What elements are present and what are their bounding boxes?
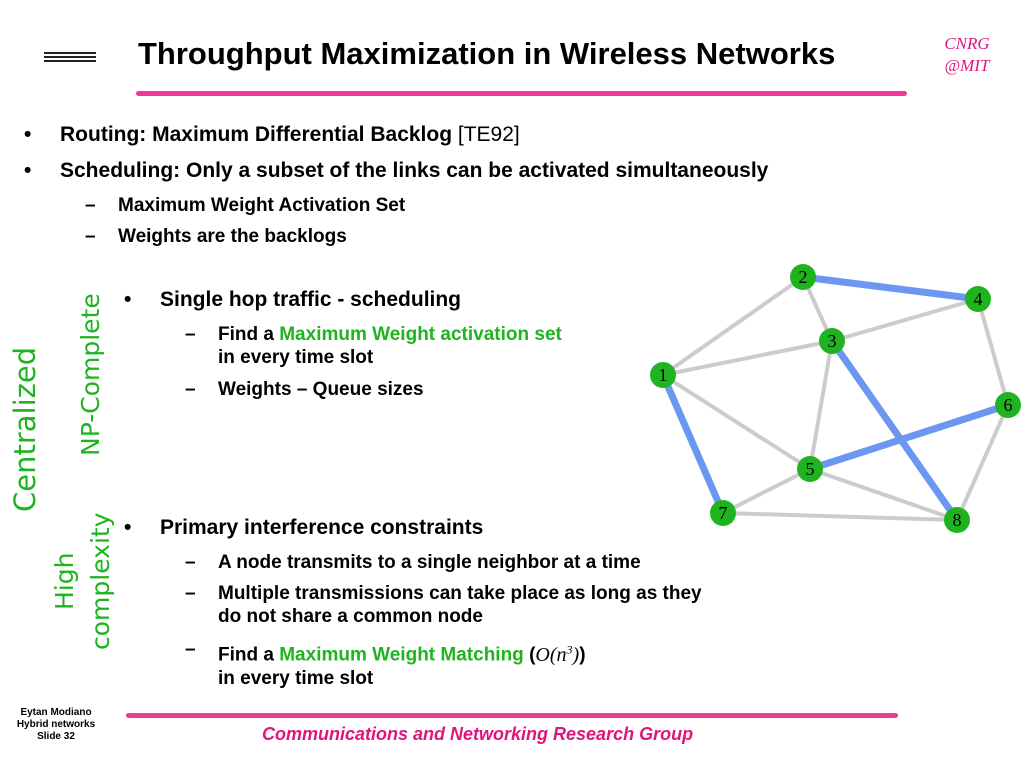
- subbullet-weights: – Weights are the backlogs: [85, 226, 347, 247]
- routing-ref: [TE92]: [457, 123, 520, 146]
- slide-title: Throughput Maximization in Wireless Netw…: [138, 36, 836, 71]
- org-tag: CNRG @MIT: [935, 33, 999, 77]
- node-circle-1: [650, 362, 676, 388]
- active-edge-1-7: [659, 371, 727, 517]
- logo-graphic: [44, 52, 96, 64]
- network-graph: 1 2 3 4 5 6 7 8: [650, 264, 1021, 533]
- node-label-2: 2: [799, 267, 808, 287]
- footer-slide-number: Slide 32: [37, 731, 75, 742]
- edge-4-6: [976, 297, 1010, 407]
- node-circle-3: [819, 328, 845, 354]
- subbullet-single-neighbor: – A node transmits to a single neighbor …: [185, 552, 641, 573]
- complexity-expression: O(n3): [535, 642, 580, 666]
- scheduling-text: Scheduling: Only a subset of the links c…: [60, 159, 769, 182]
- footer-info: Eytan Modiano Hybrid networks Slide 32: [8, 707, 104, 743]
- edge-3-5: [808, 339, 834, 471]
- node-circle-8: [944, 507, 970, 533]
- label-np-complete: NP-Complete: [76, 293, 105, 456]
- bullet-scheduling: • Scheduling: Only a subset of the links…: [24, 159, 769, 183]
- label-centralized: Centralized: [8, 346, 42, 512]
- footer-group: Communications and Networking Research G…: [262, 724, 694, 744]
- subbullet-activation-set: – Maximum Weight Activation Set: [85, 195, 406, 216]
- label-complexity: complexity: [86, 512, 115, 651]
- bullet-dot-icon: •: [24, 159, 32, 182]
- graph-node-8: 8: [944, 507, 970, 533]
- subbullet-queue-sizes: – Weights – Queue sizes: [185, 379, 424, 400]
- subbullet-find-activation-set: – Find a Maximum Weight activation set i…: [185, 324, 562, 368]
- node-circle-6: [995, 392, 1021, 418]
- edge-3-4: [830, 297, 980, 343]
- subbullet-find-matching: – Find a Maximum Weight Matching (O(n3))…: [185, 639, 586, 689]
- node-label-1: 1: [659, 365, 668, 385]
- node-circle-4: [965, 286, 991, 312]
- org-tag-line1: CNRG: [944, 34, 990, 53]
- dash-icon: –: [185, 639, 196, 660]
- node-circle-2: [790, 264, 816, 290]
- dash-icon: –: [185, 324, 196, 345]
- footer-course: Hybrid networks: [16, 719, 96, 730]
- dash-icon: –: [185, 583, 196, 604]
- highlight-matching: Maximum Weight Matching: [279, 644, 524, 666]
- edge-1-2: [661, 275, 805, 377]
- active-edge-3-8: [828, 337, 961, 524]
- node-label-8: 8: [953, 510, 962, 530]
- bullet-dot-icon: •: [124, 288, 132, 311]
- edge-1-3: [661, 339, 834, 377]
- graph-node-4: 4: [965, 286, 991, 312]
- graph-node-3: 3: [819, 328, 845, 354]
- node-label-6: 6: [1004, 395, 1013, 415]
- node-circle-7: [710, 500, 736, 526]
- node-label-7: 7: [719, 503, 728, 523]
- dash-icon: –: [85, 226, 96, 247]
- graph-node-6: 6: [995, 392, 1021, 418]
- graph-node-2: 2: [790, 264, 816, 290]
- edge-5-7: [721, 467, 812, 515]
- highlight-activation-set: Maximum Weight activation set: [279, 324, 562, 345]
- active-edge-2-4: [799, 273, 982, 303]
- graph-node-5: 5: [797, 456, 823, 482]
- node-label-3: 3: [828, 331, 837, 351]
- node-label-4: 4: [974, 289, 983, 309]
- bullet-primary-interference: • Primary interference constraints: [124, 516, 484, 539]
- footer-rule: [126, 713, 898, 718]
- edge-7-8: [721, 511, 959, 522]
- edge-5-8: [808, 467, 959, 522]
- graph-node-7: 7: [710, 500, 736, 526]
- node-circle-5: [797, 456, 823, 482]
- subbullet-multiple-transmissions: – Multiple transmissions can take place …: [185, 583, 702, 627]
- edge-1-5: [661, 373, 812, 471]
- graph-node-1: 1: [650, 362, 676, 388]
- dash-icon: –: [185, 552, 196, 573]
- active-edge-5-6: [806, 401, 1012, 473]
- bullet-single-hop: • Single hop traffic - scheduling: [124, 288, 462, 311]
- footer-author: Eytan Modiano: [20, 707, 92, 718]
- bullet-routing: • Routing: Maximum Differential Backlog …: [24, 123, 520, 147]
- bullet-dot-icon: •: [124, 516, 132, 539]
- node-label-5: 5: [806, 459, 815, 479]
- routing-text: Routing: Maximum Differential Backlog: [60, 123, 453, 146]
- title-underline: [136, 91, 907, 96]
- bullet-dot-icon: •: [24, 123, 32, 146]
- edge-6-8: [955, 403, 1010, 522]
- dash-icon: –: [85, 195, 96, 216]
- dash-icon: –: [185, 379, 196, 400]
- label-high: High: [50, 552, 79, 610]
- org-tag-line2: @MIT: [944, 56, 990, 75]
